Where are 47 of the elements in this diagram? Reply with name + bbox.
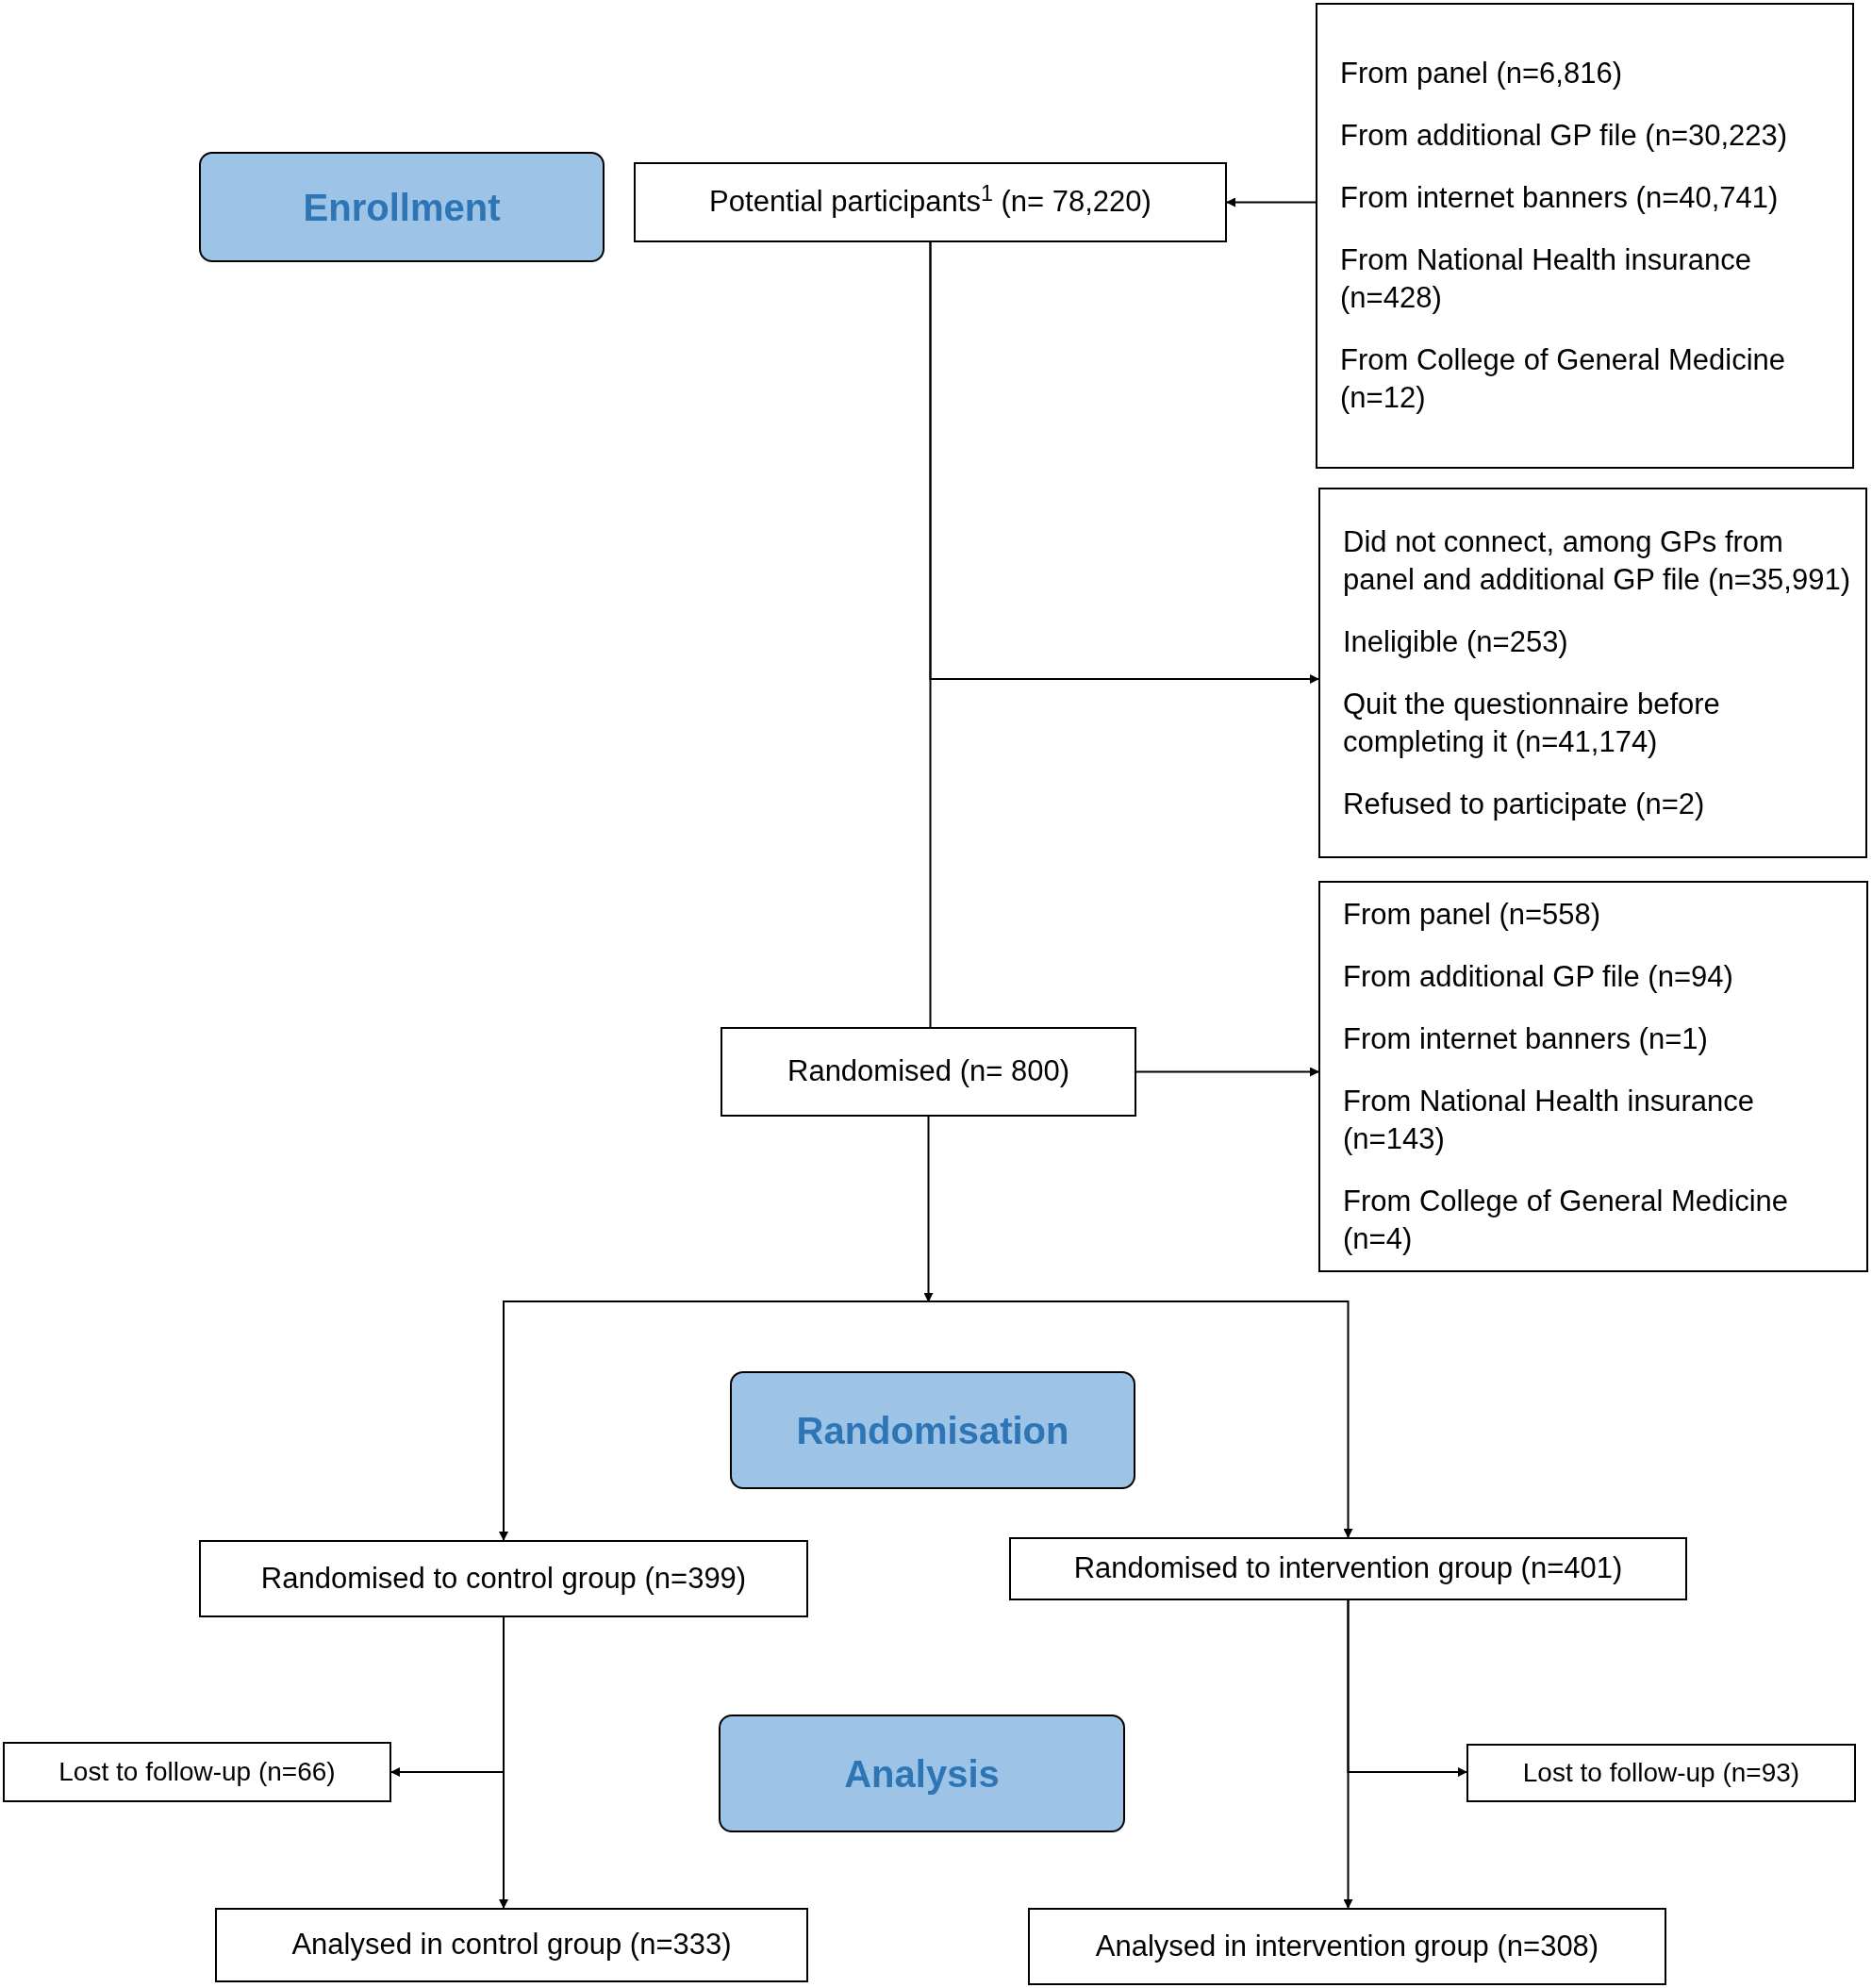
list-item: From internet banners (n=40,741): [1340, 180, 1780, 216]
list-item: From internet banners (n=1): [1343, 1020, 1709, 1057]
stage-box: [719, 1715, 1125, 1832]
list-item: From College of General Medicine (n=4): [1343, 1183, 1790, 1257]
list-item: Refused to participate (n=2): [1343, 786, 1706, 822]
process-box: [3, 1742, 391, 1802]
process-box: [1009, 1537, 1687, 1600]
box-label: Randomised (n= 800): [787, 1053, 1069, 1090]
arrow: [1135, 1067, 1319, 1077]
process-box: [1466, 1744, 1856, 1802]
box-label: Randomised to intervention group (n=401): [1073, 1550, 1623, 1587]
list-item: From National Health insurance (n=428): [1340, 242, 1752, 316]
list-item: From additional GP file (n=30,223): [1340, 118, 1789, 154]
stage-label: Analysis: [844, 1751, 1000, 1797]
stage-label: Randomisation: [796, 1408, 1069, 1453]
stage-box: [199, 152, 605, 262]
arrow: [927, 1300, 1353, 1538]
info-box: [1318, 488, 1867, 858]
stage-box: [730, 1371, 1135, 1489]
process-box: [721, 1027, 1136, 1117]
list-item: From panel (n=6,816): [1340, 56, 1623, 91]
arrow: [1226, 197, 1317, 207]
stage-label: Enrollment: [303, 185, 501, 230]
arrow: [499, 1616, 508, 1909]
process-box: [215, 1908, 808, 1982]
list-item: From panel (n=558): [1343, 896, 1602, 933]
list-item: From College of General Medicine (n=12): [1340, 342, 1787, 416]
list-item: Did not connect, among GPs from panel and additional GP file (n=35,991): [1343, 523, 1852, 598]
arrow: [923, 1116, 934, 1302]
box-label: Analysed in control group (n=333): [291, 1927, 732, 1963]
box-label: Randomised to control group (n=399): [260, 1560, 747, 1597]
box-label: Lost to follow-up (n=93): [1522, 1757, 1800, 1789]
process-box: [1028, 1908, 1666, 1985]
box-label: Potential participants$^{1}$ (n= 78,220): [709, 180, 1151, 221]
connector-line: [929, 241, 932, 1028]
process-box: [634, 162, 1227, 242]
box-label: Lost to follow-up (n=66): [58, 1756, 336, 1788]
arrow: [1343, 1599, 1353, 1909]
box-label: Analysed in intervention group (n=308): [1095, 1928, 1599, 1964]
process-box: [199, 1540, 808, 1617]
list-item: From National Health insurance (n=143): [1343, 1083, 1755, 1157]
list-item: From additional GP file (n=94): [1343, 958, 1734, 995]
list-item: Quit the questionnaire before completing it (n=41,174): [1343, 686, 1721, 760]
list-item: Ineligible (n=253): [1343, 623, 1569, 660]
info-box: [1316, 3, 1854, 469]
arrow: [499, 1300, 930, 1541]
info-box: [1318, 881, 1868, 1272]
